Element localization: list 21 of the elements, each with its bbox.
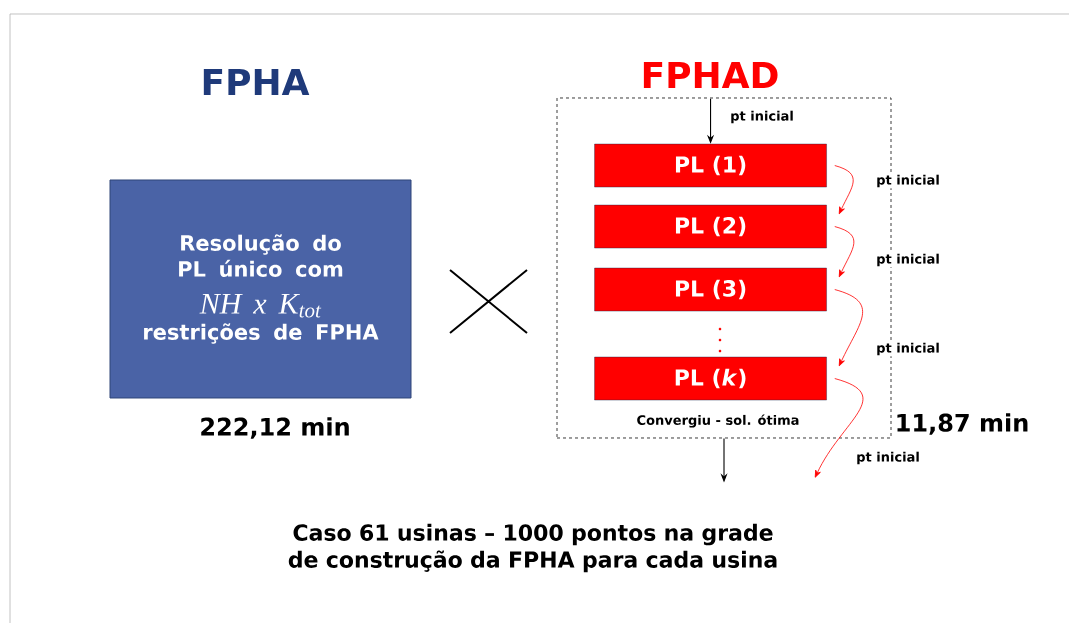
- panel-heading: FPHA: [199, 67, 311, 97]
- arrow: [834, 165, 854, 215]
- process-box: PL (1): [594, 143, 827, 188]
- edge-label: pt inicial: [855, 450, 921, 466]
- status-label: Convergiu - sol. ótima: [635, 413, 801, 429]
- edge-label: pt inicial: [729, 109, 795, 125]
- arrow: [834, 289, 863, 367]
- edge-label: pt inicial: [875, 252, 941, 268]
- process-box: PL (2): [594, 204, 827, 249]
- process-box: PL (k): [594, 356, 827, 401]
- group-heading: FPHAD: [643, 61, 778, 89]
- process-box: PL (3): [594, 267, 827, 312]
- edge-label: pt inicial: [875, 341, 941, 357]
- edge-label: pt inicial: [875, 173, 941, 189]
- arrow: [814, 378, 864, 478]
- duration-label: 11,87 min: [897, 413, 1028, 435]
- duration-label: 222,12 min: [201, 417, 349, 439]
- dashed-group-box: [556, 97, 892, 439]
- arrow: [834, 226, 855, 278]
- caption-text: Caso 61 usinas – 1000 pontos na grade de construção da FPHA para cada usina: [288, 523, 777, 573]
- process-box: Resolução do PL único com NH x K$_{tot}$ restrições de FPHA: [109, 179, 412, 399]
